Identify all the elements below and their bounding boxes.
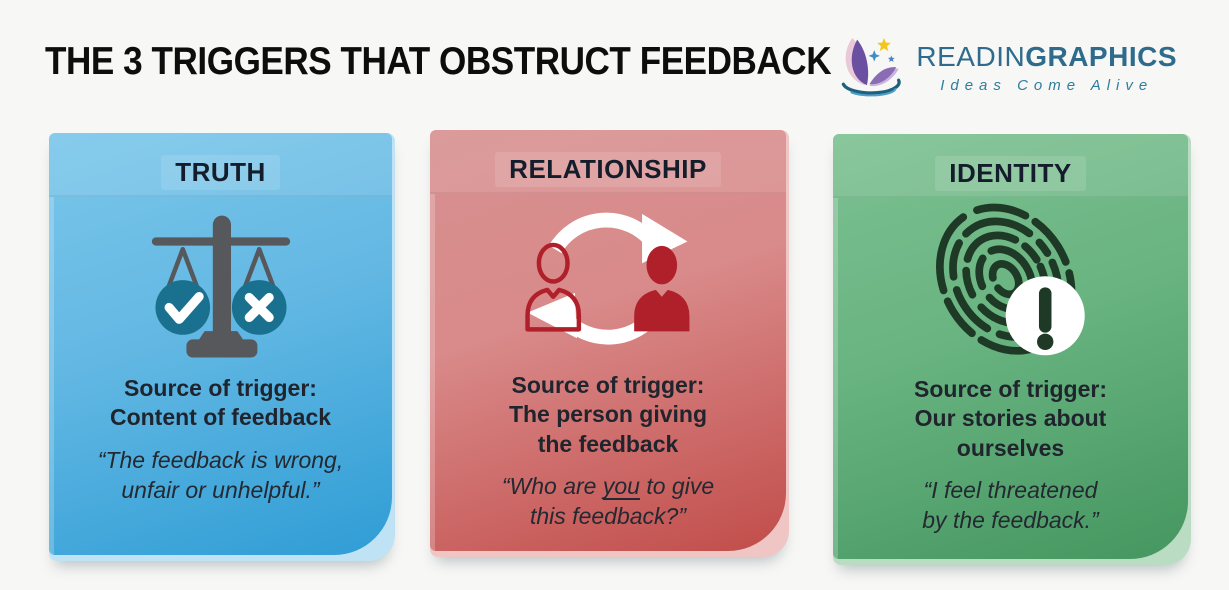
book-butterfly-logo-icon (832, 28, 910, 108)
card-truth: TRUTH Source of trigger: (49, 133, 395, 561)
card-identity: IDENTITY Source of trigger: Our stories … (833, 134, 1191, 565)
balance-scale-icon (130, 190, 312, 374)
card-identity-title: IDENTITY (935, 156, 1086, 191)
card-relationship-face: RELATIONSHIP Source of trigger: The pers… (430, 130, 786, 551)
logo-brand-text: READINGRAPHICS (916, 41, 1177, 73)
header: THE 3 TRIGGERS THAT OBSTRUCT FEEDBACK RE… (0, 0, 1229, 120)
card-truth-source: Source of trigger: Content of feedback (109, 375, 332, 431)
card-relationship-quote: “Who are you to give this feedback?” (501, 473, 715, 530)
card-relationship-source: Source of trigger: The person giving the… (508, 372, 708, 457)
card-identity-quote: “I feel threatened by the feedback.” (922, 477, 1099, 534)
card-relationship: RELATIONSHIP Source of trigger: The pers… (430, 130, 789, 557)
logo-tagline: Ideas Come Alive (940, 76, 1154, 94)
underlined-you: you (602, 473, 640, 500)
logo-wordmark: READINGRAPHICS Ideas Come Alive (916, 41, 1177, 94)
card-identity-face: IDENTITY Source of trigger: Our stories … (833, 134, 1188, 559)
readinggraphics-logo: READINGRAPHICS Ideas Come Alive (832, 28, 1177, 108)
card-truth-title: TRUTH (161, 155, 280, 190)
people-exchange-icon (492, 187, 724, 371)
card-truth-face: TRUTH Source of trigger: (49, 133, 392, 555)
fingerprint-alert-icon (917, 191, 1105, 375)
page-title: THE 3 TRIGGERS THAT OBSTRUCT FEEDBACK (45, 40, 832, 83)
card-relationship-title: RELATIONSHIP (495, 152, 721, 187)
card-truth-quote: “The feedback is wrong, unfair or unhelp… (97, 446, 344, 503)
card-identity-source: Source of trigger: Our stories about our… (914, 376, 1107, 461)
